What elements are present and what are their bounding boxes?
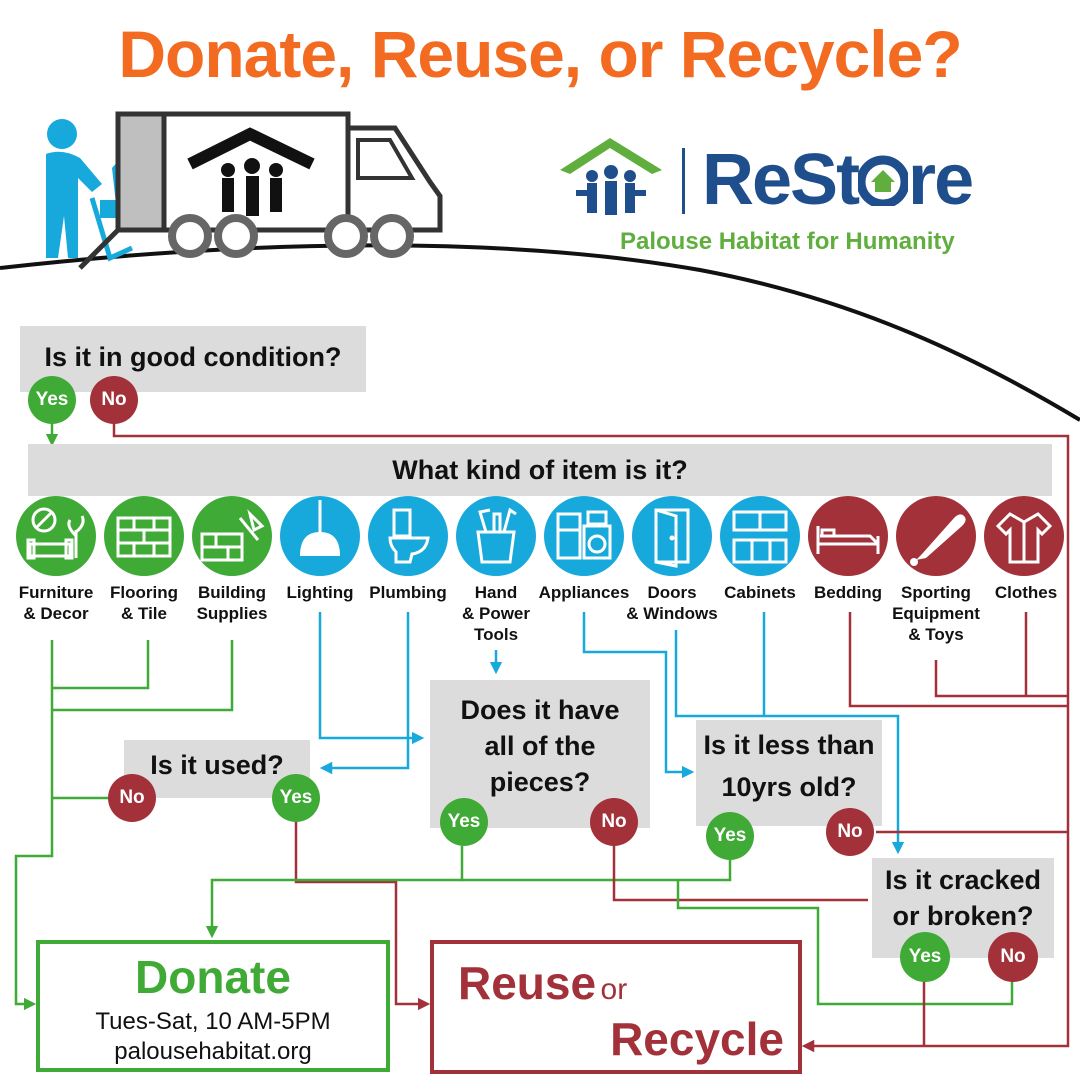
logo-subtitle: Palouse Habitat for Humanity xyxy=(620,228,955,255)
habitat-house-icon xyxy=(560,138,662,215)
pendant-lamp-icon xyxy=(280,496,360,576)
page-title: Donate, Reuse, or Recycle? xyxy=(118,17,962,91)
question-item-kind: What kind of item is it? xyxy=(28,444,1052,496)
used-no-badge: No xyxy=(108,774,156,822)
hill-curve xyxy=(0,243,1080,422)
category-label: Furniture & Decor xyxy=(18,583,94,623)
logo-divider xyxy=(682,148,685,214)
house-o-icon xyxy=(856,136,910,209)
reuse-line: Reuse or xyxy=(458,956,627,1010)
category-label: Hand & Power Tools xyxy=(461,583,531,644)
donate-website: palousehabitat.org xyxy=(114,1038,312,1065)
condition-yes-badge: Yes xyxy=(28,376,76,424)
category-label: Bedding xyxy=(814,583,882,602)
age-yes-badge: Yes xyxy=(706,812,754,860)
bricks-tools-icon xyxy=(192,496,272,576)
category-label: Clothes xyxy=(994,583,1058,602)
category-label: Lighting xyxy=(286,583,354,602)
category-label: Plumbing xyxy=(369,583,447,602)
question-age: Is it less than 10yrs old? xyxy=(696,720,882,826)
shirt-icon xyxy=(984,496,1064,576)
bed-icon xyxy=(808,496,888,576)
question-condition: Is it in good condition? xyxy=(20,326,366,392)
baseball-bat-icon xyxy=(896,496,976,576)
age-no-badge: No xyxy=(826,808,874,856)
donate-hours: Tues-Sat, 10 AM-5PM xyxy=(95,1008,331,1035)
pieces-no-badge: No xyxy=(590,798,638,846)
tile-icon xyxy=(104,496,184,576)
used-yes-badge: Yes xyxy=(272,774,320,822)
door-icon xyxy=(632,496,712,576)
cracked-no-badge: No xyxy=(988,932,1038,982)
sofa-plant-icon xyxy=(16,496,96,576)
appliances-icon xyxy=(544,496,624,576)
reuse-word: Reuse xyxy=(458,957,597,1009)
category-label: Appliances xyxy=(538,583,630,602)
donate-title: Donate xyxy=(135,951,291,1003)
category-label: Flooring & Tile xyxy=(110,583,178,623)
category-label: Doors & Windows xyxy=(626,583,718,623)
delivery-truck-icon xyxy=(46,111,443,270)
category-label: Cabinets xyxy=(724,583,796,602)
donate-box: Donate Tues-Sat, 10 AM-5PM palousehabita… xyxy=(36,940,390,1072)
category-label: Sporting Equipment & Toys xyxy=(892,583,980,644)
cracked-yes-badge: Yes xyxy=(900,932,950,982)
condition-no-badge: No xyxy=(90,376,138,424)
toolbox-icon xyxy=(456,496,536,576)
or-word: or xyxy=(600,973,628,1006)
toilet-icon xyxy=(368,496,448,576)
reuse-recycle-box: Reuse or Recycle xyxy=(430,940,802,1074)
pieces-yes-badge: Yes xyxy=(440,798,488,846)
cabinets-icon xyxy=(720,496,800,576)
recycle-word: Recycle xyxy=(610,1013,784,1065)
category-label: Building Supplies xyxy=(196,583,268,623)
